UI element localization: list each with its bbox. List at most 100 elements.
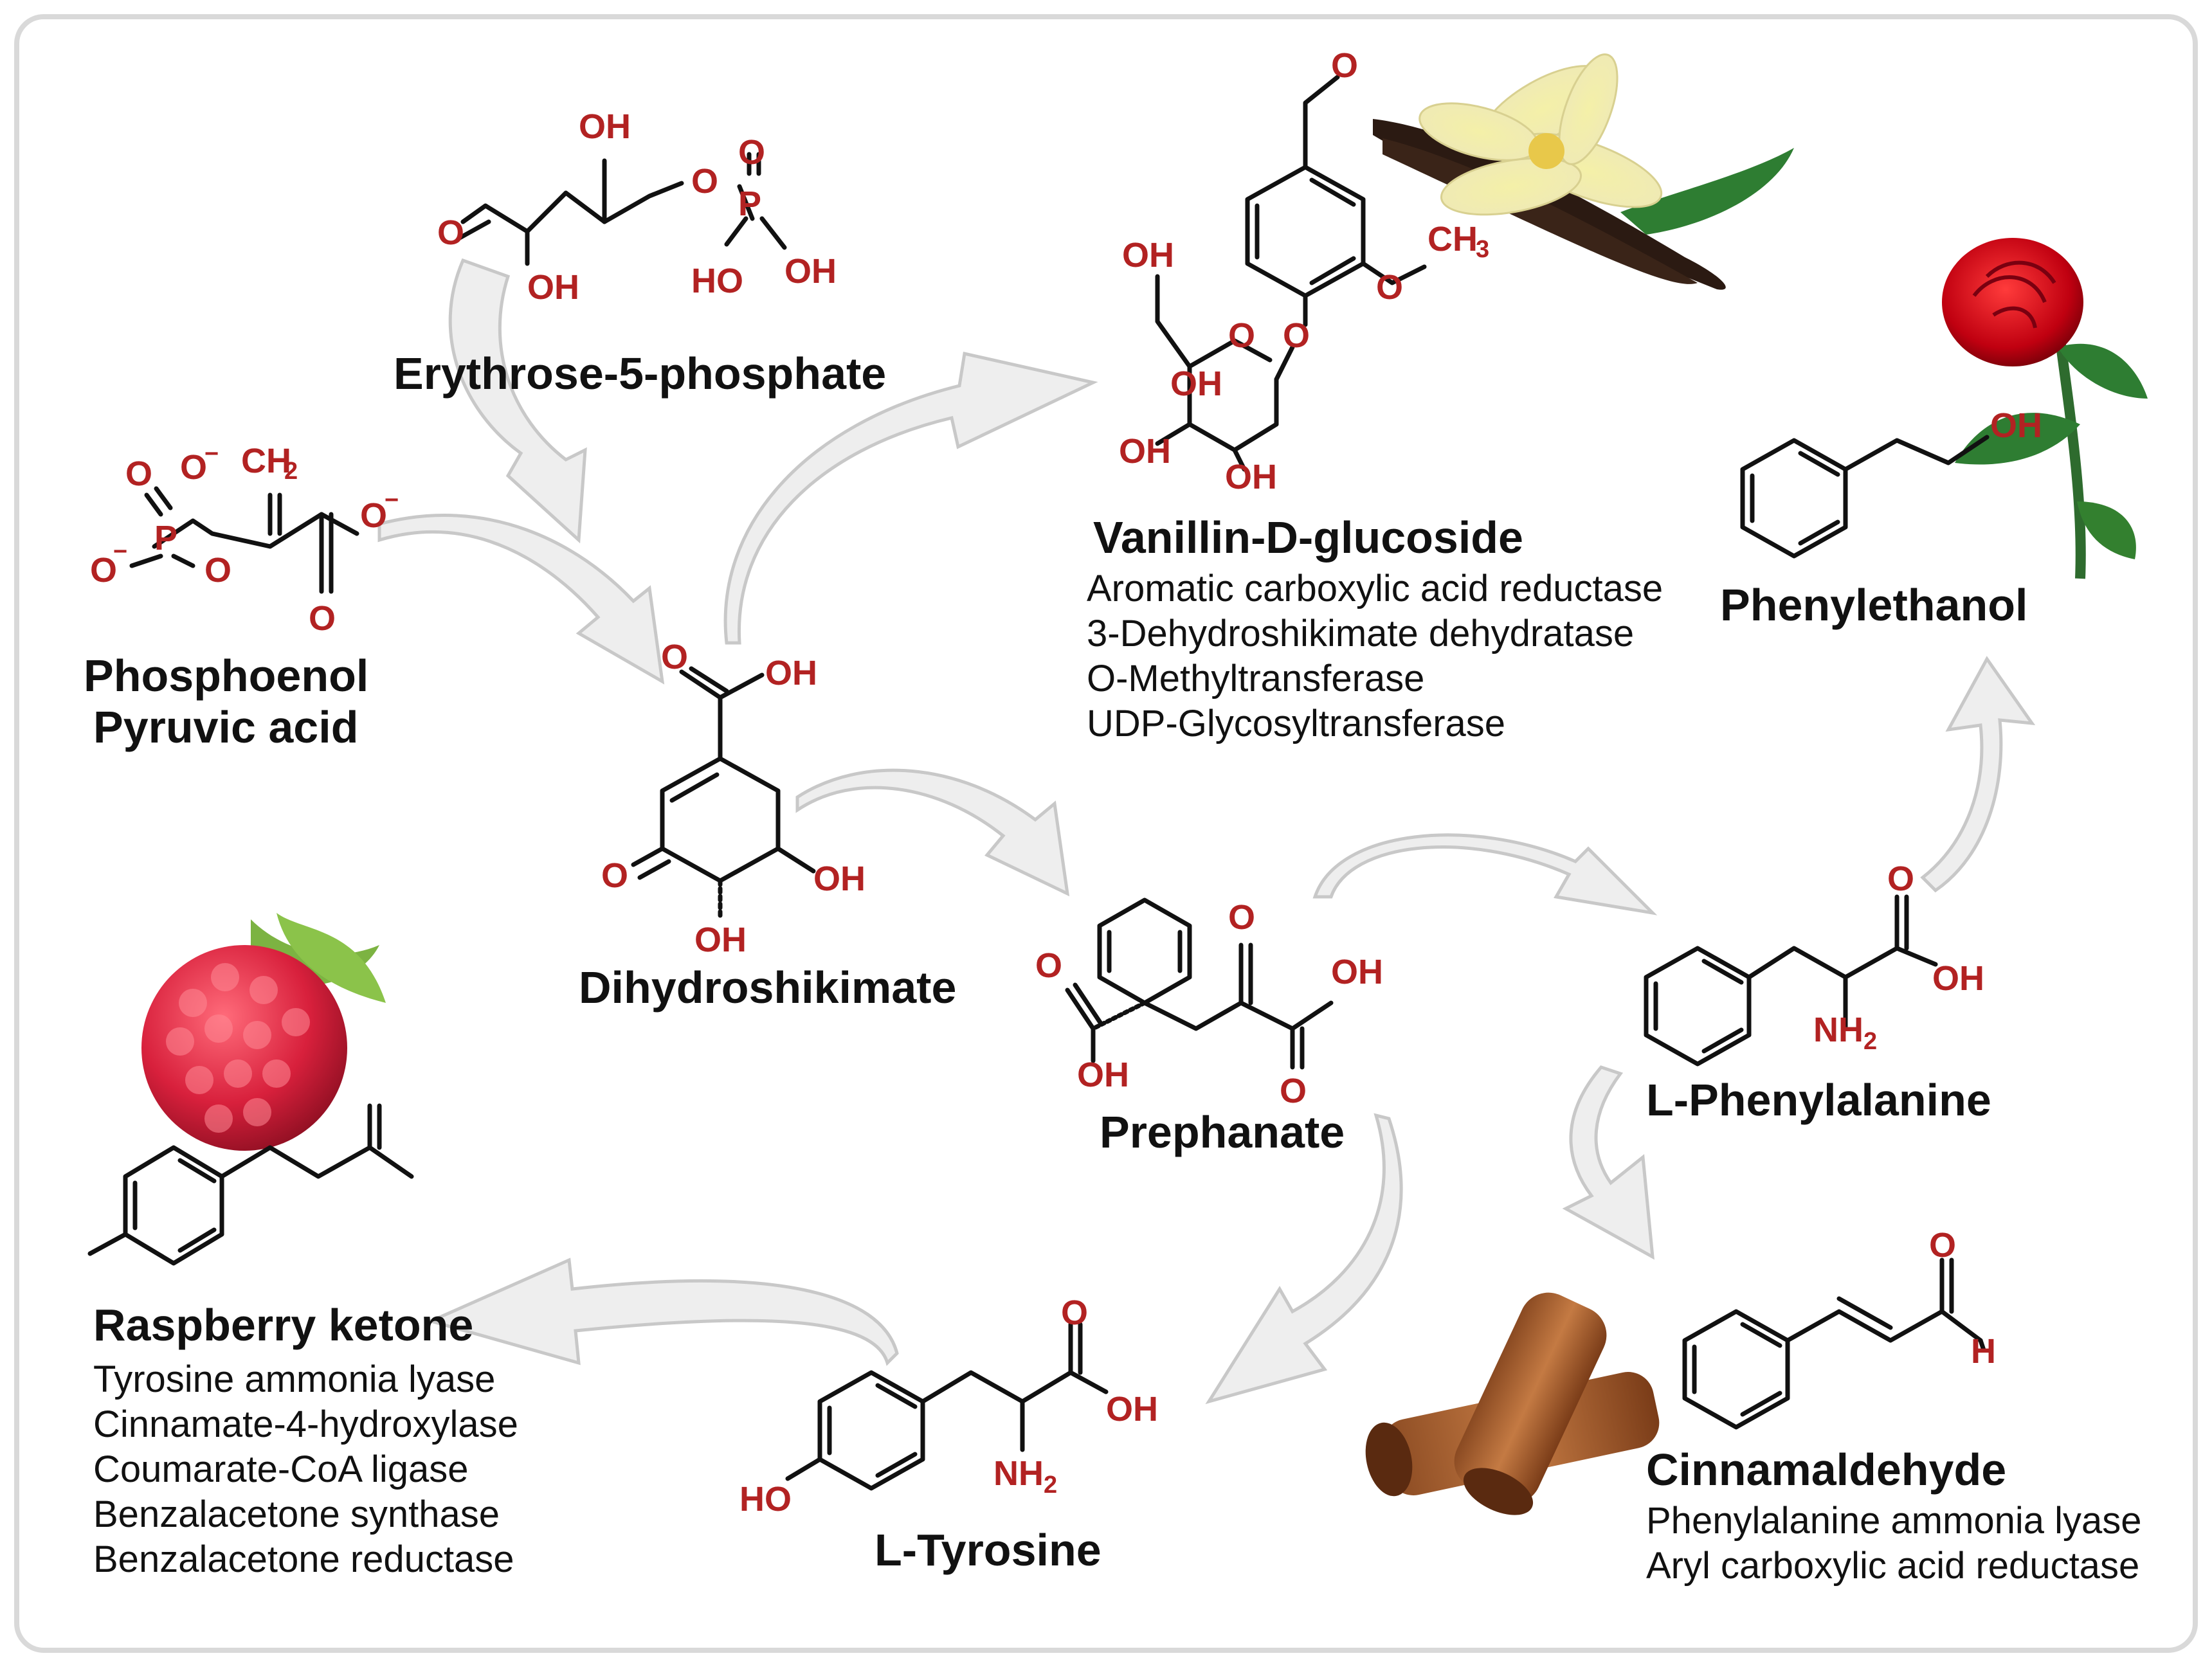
atom-sub: 2 (1044, 1472, 1057, 1499)
atom-o: O (1228, 316, 1255, 355)
raspberry-picture (141, 913, 386, 1151)
enzyme-line: O-Methyltransferase (1087, 658, 1424, 699)
atom-oh: OH (1119, 432, 1171, 471)
atom-o: O (1376, 268, 1403, 307)
atom-o: O (125, 455, 152, 493)
cinnamaldehyde-structure: O H (1682, 1226, 1996, 1430)
atom-o: O (437, 213, 464, 252)
dihydroshikimate-structure: O OH O OH OH (601, 638, 866, 959)
phenylalanine-structure: O OH NH 2 (1644, 860, 1984, 1067)
atom-o: O (661, 638, 688, 676)
atom-nh: NH (1813, 1011, 1863, 1049)
atom-charge: − (204, 440, 219, 467)
atom-o: O (1887, 860, 1914, 898)
atom-oh: OH (1106, 1390, 1158, 1428)
raspberry-ketone-structure (87, 1103, 414, 1266)
atom-oh: OH (765, 654, 817, 692)
atom-o: O (1228, 898, 1255, 937)
arrow-dhs-to-prephanate (795, 768, 1070, 897)
enzyme-line: Phenylalanine ammonia lyase (1646, 1500, 2142, 1542)
label-tyrosine: L-Tyrosine (875, 1525, 1101, 1575)
arrow-phe-to-phenylethanol (1920, 656, 2036, 893)
atom-oh: OH (527, 268, 579, 307)
enzymes-raspberry: Tyrosine ammonia lyase Cinnamate-4-hydro… (93, 1358, 518, 1580)
enzyme-line: Tyrosine ammonia lyase (93, 1358, 495, 1400)
atom-oh: OH (1990, 406, 2042, 445)
atom-oh: OH (1170, 365, 1222, 403)
label-phenylalanine: L-Phenylalanine (1646, 1075, 1991, 1125)
atom-oh: OH (1331, 953, 1383, 991)
atom-oh: OH (784, 252, 837, 291)
atom-o: O (204, 551, 231, 590)
atom-p: P (154, 519, 177, 557)
arrow-dhs-to-vanillin (723, 351, 1098, 645)
atom-o: O (1331, 46, 1358, 85)
atom-ch: CH (1428, 220, 1478, 258)
label-cinnamaldehyde: Cinnamaldehyde (1646, 1445, 2006, 1495)
atom-sub: 3 (1476, 236, 1489, 263)
atom-o: O (1035, 946, 1062, 985)
enzyme-line: Coumarate-CoA ligase (93, 1448, 469, 1490)
atom-o: O (601, 856, 628, 895)
atom-charge: − (113, 538, 127, 565)
atom-ho: HO (739, 1480, 792, 1518)
atom-oh: OH (694, 921, 747, 959)
atom-sub: 2 (284, 458, 298, 485)
enzyme-line: Cinnamate-4-hydroxylase (93, 1403, 518, 1445)
atom-o: O (1283, 316, 1310, 355)
label-pep-line1: Phosphoenol (84, 651, 368, 701)
atom-p: P (738, 185, 761, 223)
label-raspberry-ketone: Raspberry ketone (93, 1300, 473, 1350)
enzyme-line: UDP-Glycosyltransferase (1087, 703, 1505, 744)
atom-h: H (1971, 1332, 1996, 1371)
label-pep-line2: Pyruvic acid (93, 702, 358, 752)
arrow-pep-to-dhs (377, 514, 665, 685)
label-prephanate: Prephanate (1100, 1107, 1345, 1157)
atom-charge: − (385, 487, 399, 514)
prephanate-structure: O OH O OH O (1035, 897, 1383, 1110)
atom-nh: NH (993, 1454, 1044, 1493)
atom-oh: OH (1122, 236, 1174, 275)
atom-o: O (360, 496, 387, 535)
atom-o: O (1061, 1293, 1088, 1332)
atom-o: O (691, 162, 718, 201)
pathway-arrows (377, 258, 2036, 1405)
enzyme-line: Benzalacetone synthase (93, 1493, 500, 1535)
diagram-frame (14, 14, 2198, 1653)
enzymes-vanillin: Aromatic carboxylic acid reductase 3-Deh… (1087, 568, 1663, 744)
atom-o: O (90, 551, 117, 590)
atom-sub: 2 (1863, 1028, 1877, 1055)
cinnamon-sticks-picture (1365, 1292, 1660, 1515)
enzyme-line: Benzalacetone reductase (93, 1538, 514, 1580)
label-phenylethanol: Phenylethanol (1720, 580, 2027, 630)
arrow-prephanate-to-phe (1312, 833, 1658, 915)
pep-structure: CH 2 P O O − O − O O O − (90, 440, 399, 638)
enzyme-line: Aromatic carboxylic acid reductase (1087, 568, 1663, 609)
atom-oh: OH (1932, 959, 1984, 998)
atom-o: O (180, 448, 207, 487)
atom-ch: CH (241, 442, 291, 480)
rose-picture (1942, 238, 2148, 579)
atom-o: O (1929, 1226, 1956, 1265)
atom-oh: OH (1225, 458, 1277, 496)
atom-o: O (738, 133, 765, 172)
label-dihydroshikimate: Dihydroshikimate (579, 962, 956, 1013)
tyrosine-structure: HO O OH NH 2 (739, 1293, 1158, 1518)
erythrose-5-phosphate-structure: O OH OH O P O HO OH (437, 107, 837, 307)
enzymes-cinnamaldehyde: Phenylalanine ammonia lyase Aryl carboxy… (1646, 1500, 2142, 1587)
phenylethanol-structure: OH (1740, 406, 2042, 559)
enzyme-line: Aryl carboxylic acid reductase (1646, 1545, 2139, 1587)
atom-ho: HO (691, 262, 743, 300)
arrow-tyr-to-raspberry (426, 1257, 899, 1366)
arrow-phe-to-cinnam (1562, 1065, 1654, 1260)
arrow-e5p-to-dhs (448, 258, 587, 544)
arrow-prephanate-to-tyr (1205, 1113, 1403, 1405)
atom-oh: OH (1077, 1056, 1129, 1094)
vanillin-glucoside-structure: O O CH 3 O O OH OH OH OH (1119, 46, 1489, 496)
atom-oh: OH (579, 107, 631, 146)
enzyme-line: 3-Dehydroshikimate dehydratase (1087, 613, 1634, 654)
atom-o: O (309, 599, 336, 638)
atom-oh: OH (813, 860, 866, 898)
label-vanillin-glucoside: Vanillin-D-glucoside (1093, 512, 1523, 563)
